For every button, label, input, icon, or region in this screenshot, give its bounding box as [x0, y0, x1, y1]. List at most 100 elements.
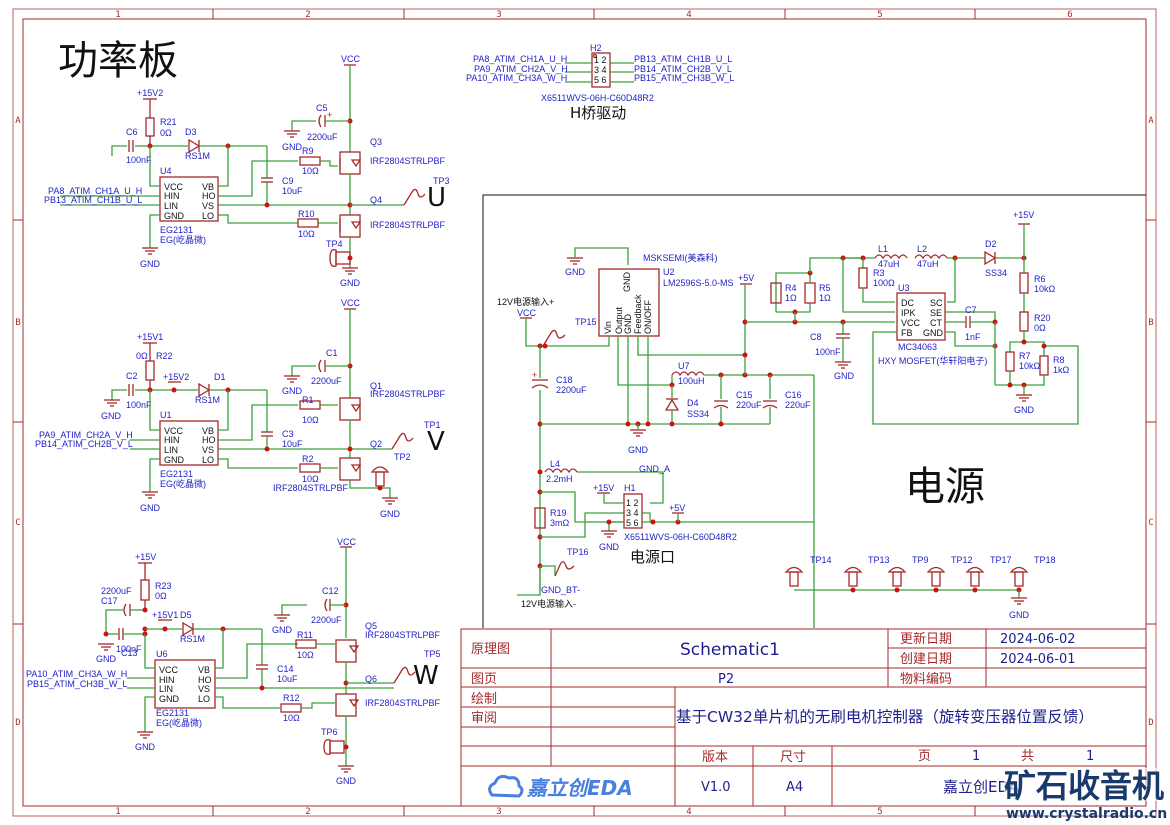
mount-tp-icon [1009, 566, 1029, 587]
pin-label: LIN [159, 684, 173, 694]
net-label-lin: PB13_ATIM_CH1B_U_L [44, 195, 142, 205]
section-title-power-port: 电源口 [630, 548, 675, 566]
diode-d3[interactable] [188, 138, 201, 154]
gnd-label: GND [140, 259, 161, 269]
driver-ic-u1[interactable] [159, 420, 219, 466]
version-value: V1.0 [701, 780, 731, 795]
mosfet-q1[interactable] [339, 397, 362, 421]
ruler-bottom-3: 3 [496, 807, 501, 817]
diode-d4[interactable] [664, 398, 680, 411]
vcc-label: VCC [337, 537, 357, 547]
phase-v-circuit[interactable]: +15V1 0Ω R22 C2 100nF GND +15V2 D1 RS1M … [35, 298, 446, 519]
diode-d1[interactable] [198, 382, 211, 398]
resistor-r11[interactable] [295, 639, 317, 649]
value-label: 10kΩ [1034, 284, 1056, 294]
pin-label: FB [901, 328, 913, 338]
p5v-label: +5V [669, 503, 685, 513]
value-label: 2200uF [556, 385, 587, 395]
ruler-right-b: B [1148, 318, 1153, 328]
gnd-a-label: GND_A [639, 464, 670, 474]
inductor-l1[interactable] [874, 254, 908, 260]
ref-label: R4 [785, 283, 797, 293]
mount-tp-icon [965, 566, 985, 587]
inductor-l2[interactable] [914, 254, 948, 260]
ref-label: Q1 [370, 381, 382, 391]
driver-ic-u6[interactable] [154, 659, 216, 709]
mosfet-q4[interactable] [339, 214, 362, 238]
ref-label: L4 [550, 459, 560, 469]
diode-d2[interactable] [984, 250, 997, 266]
pin-label: VS [198, 684, 210, 694]
driver-ic-u4[interactable] [159, 176, 219, 222]
part-label: IRF2804STRLPBF [365, 698, 441, 708]
ref-label: C18 [556, 375, 573, 385]
resistor-r22[interactable] [145, 360, 155, 381]
power-port-circuit[interactable]: L4 2.2mH GND_A R19 3mΩ H1 1 2 3 4 5 6 +1… [517, 459, 814, 609]
value-label: 10Ω [302, 415, 319, 425]
resistor-r19[interactable] [534, 507, 546, 529]
mosfet-q2[interactable] [339, 457, 362, 481]
inductor-l4[interactable] [544, 468, 578, 474]
mosfet-q3[interactable] [339, 151, 362, 175]
gnd-label: GND [282, 142, 303, 152]
testpoint-screw-icon [370, 466, 390, 487]
ref-label: Q3 [370, 137, 382, 147]
pin-label: VCC [901, 318, 921, 328]
testpoint-tp16-icon [554, 561, 575, 577]
resistor-r4[interactable] [770, 282, 782, 304]
tp-label: TP2 [394, 452, 411, 462]
net-label: +15V [135, 552, 156, 562]
power-connector-h1[interactable] [623, 493, 643, 529]
ref-label: C17 [101, 596, 118, 606]
resistor-r6[interactable] [1019, 272, 1029, 294]
part-label: X6511WVS-06H-C60D48R2 [624, 532, 737, 542]
h-bridge-connector-h2[interactable]: H2 1 2 3 4 5 6 PA8_ATIM_CH1A_U_H PA9_ATI… [466, 43, 734, 122]
value-label: 0Ω [1034, 323, 1046, 333]
resistor-r23[interactable] [140, 579, 150, 601]
resistor-r2[interactable] [299, 463, 321, 473]
svg-text:+: + [532, 370, 537, 380]
total-label: 共 [1021, 749, 1034, 764]
psu-boost-circuit[interactable]: L1 47uH L2 47uH D2 SS34 +15V R3 100Ω U3 … [840, 210, 1079, 425]
value-label: 220uF [736, 400, 762, 410]
phase-w-circuit[interactable]: +15V R23 0Ω 2200uF C17 GND 100nF C13 +15… [26, 537, 441, 786]
boost-ic-u3[interactable] [896, 292, 946, 341]
resistor-r3[interactable] [858, 267, 868, 289]
resistor-r5[interactable] [804, 282, 816, 304]
ref-label: C6 [126, 127, 138, 137]
ref-label: R12 [283, 693, 300, 703]
ref-label: R19 [550, 508, 567, 518]
diode-d5[interactable] [182, 621, 195, 637]
part-label: SS34 [985, 268, 1007, 278]
phase-u-circuit[interactable]: +15V2 R21 0Ω C6 100nF D3 RS1M U4 EG2131 … [44, 54, 450, 288]
pin-label: Feedback [633, 294, 643, 334]
mosfet-q6[interactable] [335, 693, 360, 717]
pin-label: LIN [164, 445, 178, 455]
part-label: X6511WVS-06H-C60D48R2 [541, 93, 654, 103]
part-label: RS1M [185, 151, 210, 161]
resistor-r9[interactable] [299, 156, 321, 166]
resistor-r8[interactable] [1039, 355, 1049, 376]
vcc-label: VCC [341, 298, 361, 308]
p5v-label: +5V [738, 273, 754, 283]
resistor-r20[interactable] [1019, 311, 1029, 332]
tp-label: TP16 [567, 547, 589, 557]
inductor-u7[interactable] [671, 371, 705, 377]
resistor-r12[interactable] [280, 703, 302, 713]
buck-ic-u2[interactable] [598, 268, 660, 337]
ruler-top-6: 6 [1067, 10, 1072, 20]
value-label: 1Ω [819, 293, 831, 303]
resistor-r10[interactable] [297, 218, 319, 228]
pin-label: HIN [159, 675, 175, 685]
ref-label: C7 [965, 305, 977, 315]
gnd-label: GND [340, 278, 361, 288]
gnd-label: GND [1014, 405, 1035, 415]
value-label: 2200uF [311, 615, 342, 625]
resistor-r7[interactable] [1005, 351, 1015, 372]
resistor-r21[interactable] [145, 117, 155, 137]
mosfet-q5[interactable] [335, 639, 360, 663]
ref-label: U4 [160, 166, 172, 176]
mounting-testpoints[interactable]: TP14 TP13 TP9 TP12 TP17 TP18 GND [784, 555, 1056, 620]
gnd-label: GND [96, 654, 117, 664]
psu-buck-circuit[interactable]: GND MSKSEMI(美森科) U2 LM2596S-5.0-MS GND V… [497, 247, 895, 628]
